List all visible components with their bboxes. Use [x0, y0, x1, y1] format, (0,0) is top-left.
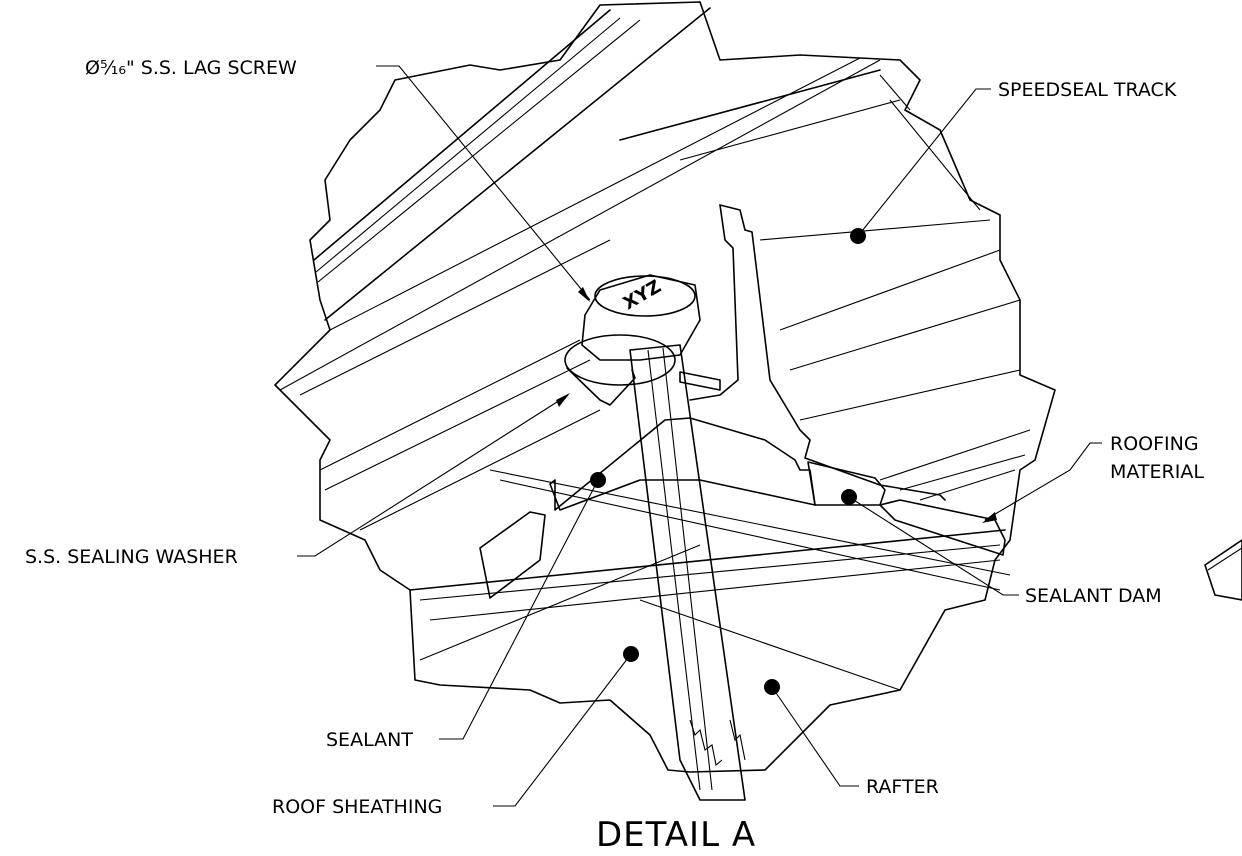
leader-roofing-material	[984, 442, 1102, 521]
roofing-material-corner	[1204, 539, 1242, 601]
label-sealing-washer: S.S. SEALING WASHER	[25, 546, 238, 568]
lag-screw: XYZ	[581, 274, 746, 801]
label-roofing-material-2: MATERIAL	[1110, 461, 1204, 483]
sealant-dam-right	[807, 461, 886, 506]
detail-title: DETAIL A	[596, 815, 756, 855]
sealant-dam-left	[479, 511, 546, 599]
leader-speedseal-track	[857, 88, 991, 237]
label-roof-sheathing: ROOF SHEATHING	[272, 796, 442, 818]
leader-rafter	[771, 686, 859, 787]
leader-sealing-washer	[297, 394, 569, 557]
leader-lag-screw	[376, 65, 591, 301]
label-speedseal-track: SPEEDSEAL TRACK	[998, 79, 1177, 101]
sealing-washer	[564, 334, 721, 406]
sealant-fill	[549, 417, 816, 511]
leader-sealant-dam	[848, 496, 1019, 596]
label-lag-screw: Ø⁵⁄₁₆" S.S. LAG SCREW	[85, 57, 297, 79]
label-rafter: RAFTER	[866, 776, 939, 798]
leader-roof-sheathing	[493, 653, 632, 807]
speedseal-track-body	[279, 7, 1031, 691]
label-roofing-material-1: ROOFING	[1110, 433, 1199, 455]
leader-sealant	[439, 479, 599, 740]
label-sealant-dam: SEALANT DAM	[1025, 585, 1162, 607]
label-sealant: SEALANT	[326, 729, 413, 751]
detail-breakout-outline	[274, 1, 1056, 773]
roofing-material-strip	[879, 499, 1006, 556]
